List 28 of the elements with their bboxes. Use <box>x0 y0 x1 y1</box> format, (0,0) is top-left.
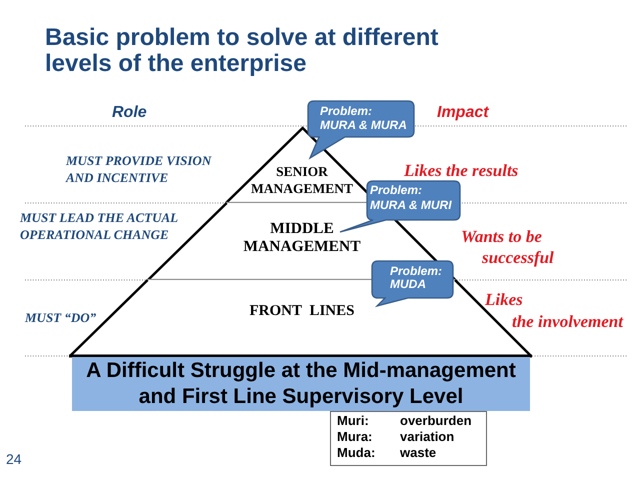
impact-description: Likes the results <box>404 160 518 181</box>
callout-heading: Problem: <box>370 183 422 198</box>
glossary-term: Mura: <box>337 429 372 445</box>
glossary-definition: variation <box>400 429 454 445</box>
glossary-term: Muri: <box>337 413 369 429</box>
page-number: 24 <box>6 451 22 467</box>
glossary-box <box>330 411 487 466</box>
glossary-term: Muda: <box>337 445 376 461</box>
speech-bubble-tooltip <box>308 101 414 158</box>
level-label: MIDDLE MANAGEMENT <box>243 220 361 256</box>
callout-heading: Problem: <box>320 104 372 119</box>
impact-description: Likes the involvement <box>485 289 624 333</box>
role-description: MUST PROVIDE VISION AND INCENTIVE <box>66 152 213 186</box>
role-description: MUST LEAD THE ACTUAL OPERATIONAL CHANGE <box>20 209 179 243</box>
impact-description: Wants to be successful <box>461 226 555 268</box>
banner-text: A Difficult Struggle at the Mid-management and First Line Supervisory Level <box>85 358 517 410</box>
level-label: FRONT LINES <box>249 302 354 320</box>
role-description: MUST “DO” <box>25 309 96 326</box>
glossary-definition: waste <box>400 445 436 461</box>
slide-title: Basic problem to solve at different levels of the enterprise <box>45 25 440 77</box>
glossary-definition: overburden <box>400 413 472 429</box>
callout-text: MURA & MURA <box>320 118 407 133</box>
callout-text: MURA & MURI <box>370 198 452 213</box>
callout-heading: Problem: <box>390 264 442 279</box>
column-heading: Role <box>112 104 147 122</box>
callout-text: MUDA <box>390 277 426 292</box>
level-label: SENIOR MANAGEMENT <box>250 163 353 197</box>
column-heading: Impact <box>437 104 489 122</box>
